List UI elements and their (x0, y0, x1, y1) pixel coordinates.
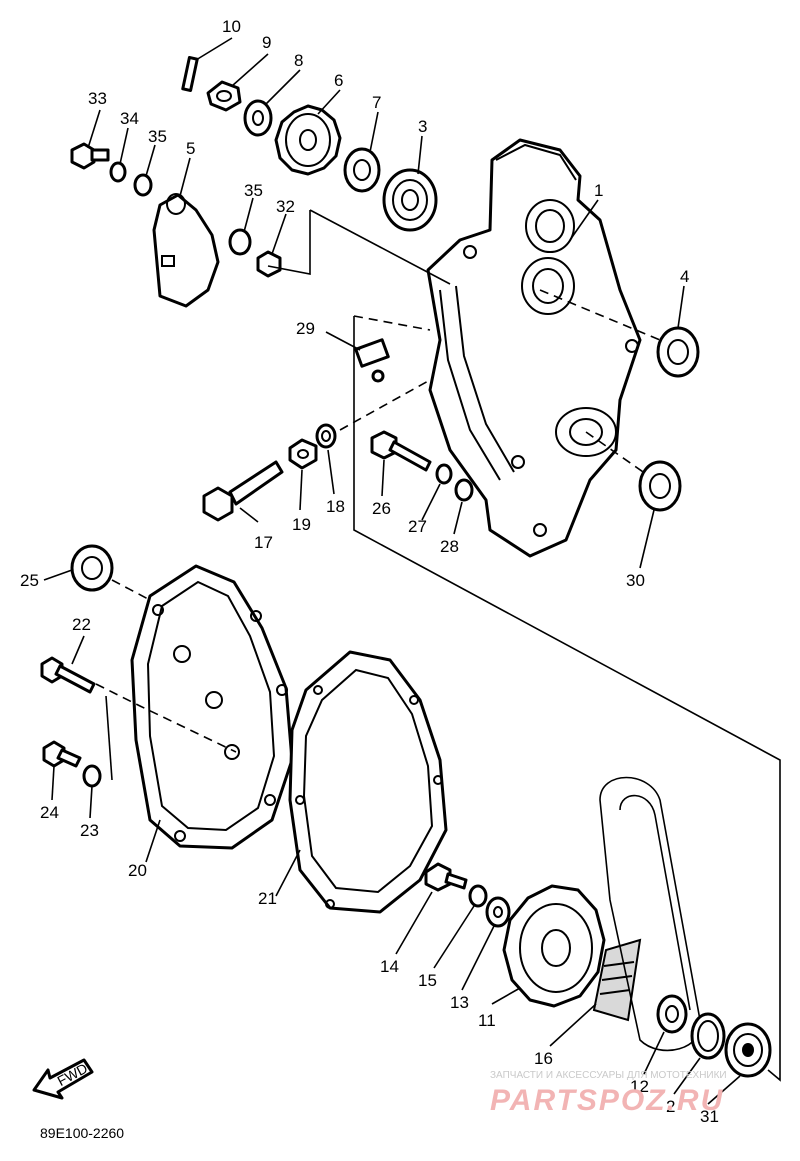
label-part-19: 19 (292, 515, 311, 534)
bolt-part-17 (202, 460, 284, 522)
sprocket-part-6 (274, 104, 342, 176)
bearing-part-31 (724, 1022, 772, 1078)
fwd-arrow-icon: FWD (32, 1058, 94, 1100)
label-part-6: 6 (334, 71, 343, 90)
label-part-34: 34 (120, 109, 139, 128)
label-part-26: 26 (372, 499, 391, 518)
washer-part-27 (435, 463, 453, 485)
label-part-24: 24 (40, 803, 59, 822)
alignment-lines (95, 209, 781, 1082)
callout-leaders (43, 37, 741, 1105)
chain-part-16 (592, 938, 642, 1022)
label-part-22: 22 (72, 615, 91, 634)
label-part-3: 3 (418, 117, 427, 136)
label-part-29: 29 (296, 319, 315, 338)
label-part-14: 14 (380, 957, 399, 976)
washer-part-15 (468, 884, 488, 908)
sprocket-part-11 (502, 884, 606, 1008)
washer-part-34 (109, 161, 127, 183)
label-part-33: 33 (88, 89, 107, 108)
label-part-18: 18 (326, 497, 345, 516)
watermark-tagline: ЗАПЧАСТИ И АКСЕССУАРЫ ДЛЯ МОТОТЕХНИКИ (490, 1070, 727, 1081)
watermark-brand: PARTSPOZ.RU (490, 1084, 724, 1117)
label-part-4: 4 (680, 267, 689, 286)
washer-part-8 (243, 99, 273, 137)
label-part-7: 7 (372, 93, 381, 112)
housing-part-1 (426, 138, 642, 558)
bolt-part-26 (370, 430, 432, 472)
label-part-11: 11 (478, 1011, 496, 1030)
oil-seal-part-4 (656, 326, 700, 378)
label-part-17: 17 (254, 533, 273, 552)
label-part-13: 13 (450, 993, 469, 1012)
label-part-23: 23 (80, 821, 99, 840)
bolt-part-14 (424, 862, 468, 892)
bolt-part-24 (42, 740, 82, 768)
washer-part-23 (82, 764, 102, 788)
bolt-part-22 (40, 656, 96, 694)
nut-part-9 (206, 80, 242, 112)
label-part-27: 27 (408, 517, 427, 536)
washer-part-35-lower (228, 228, 252, 256)
watermark: ЗАПЧАСТИ И АКСЕССУАРЫ ДЛЯ МОТОТЕХНИКИ PA… (490, 1070, 727, 1117)
diagram-code: 89E100-2260 (40, 1125, 124, 1141)
washer-part-18 (315, 423, 337, 449)
label-part-35-lower: 35 (244, 181, 263, 200)
bearing-part-3 (382, 168, 438, 232)
label-part-21: 21 (258, 889, 277, 908)
fitting-part-29 (354, 338, 390, 383)
label-part-10: 10 (222, 17, 241, 36)
bolt-part-33 (70, 142, 110, 170)
nut-part-19 (288, 438, 318, 470)
label-part-28: 28 (440, 537, 459, 556)
washer-part-28 (454, 478, 474, 502)
gasket-part-21 (288, 650, 448, 914)
label-part-25: 25 (20, 571, 39, 590)
bracket-part-5 (152, 193, 220, 308)
label-part-16: 16 (534, 1049, 553, 1068)
label-part-15: 15 (418, 971, 437, 990)
washer-part-35-upper (133, 173, 153, 197)
label-part-2: 2 (666, 1097, 675, 1116)
chain-loop-inner (619, 794, 691, 1011)
part-number-labels: 10 9 8 6 7 3 33 34 35 5 35 32 1 4 29 17 … (20, 17, 719, 1126)
oil-seal-part-25 (70, 544, 114, 592)
collar-part-12 (656, 994, 688, 1034)
label-part-20: 20 (128, 861, 147, 880)
label-part-8: 8 (294, 51, 303, 70)
label-part-35-upper: 35 (148, 127, 167, 146)
label-part-30: 30 (626, 571, 645, 590)
label-part-1: 1 (594, 181, 603, 200)
label-part-12: 12 (630, 1077, 649, 1096)
label-part-31: 31 (700, 1107, 719, 1126)
oil-seal-part-30 (638, 460, 682, 512)
washer-part-13 (485, 896, 511, 928)
collar-part-7 (343, 147, 381, 193)
pin-part-10 (181, 56, 199, 92)
label-part-9: 9 (262, 33, 271, 52)
nut-part-32 (256, 250, 282, 278)
label-part-32: 32 (276, 197, 295, 216)
label-part-5: 5 (186, 139, 195, 158)
cover-part-20 (130, 564, 294, 850)
circlip-part-2 (690, 1012, 726, 1060)
